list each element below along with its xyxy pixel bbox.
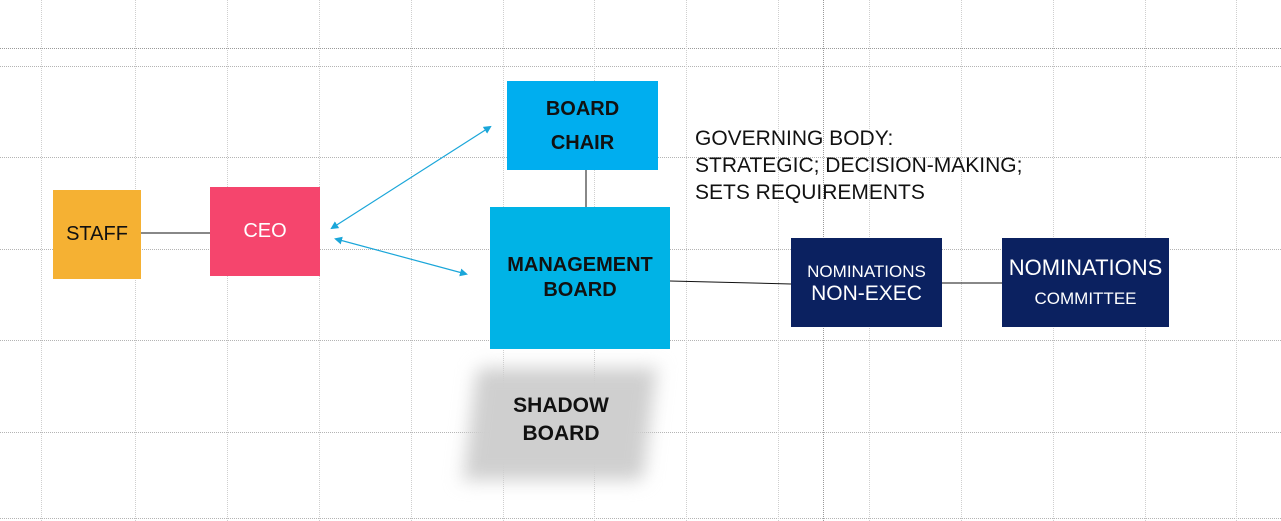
nominations-committee-label-line2: COMMITTEE	[1034, 288, 1137, 308]
arrow-ceo-management-board	[334, 236, 468, 277]
nominations-nonexec-box[interactable]: NOMINATIONS NON-EXEC	[791, 238, 942, 327]
governing-body-annotation: GOVERNING BODY: STRATEGIC; DECISION-MAKI…	[695, 125, 1095, 206]
nominations-nonexec-label-line1: NOMINATIONS	[807, 261, 926, 281]
management-board-box[interactable]: MANAGEMENT BOARD	[490, 207, 670, 349]
annotation-line2: STRATEGIC; DECISION-MAKING;	[695, 154, 1023, 177]
shadow-board-label: SHADOW BOARD	[462, 392, 660, 448]
arrow-ceo-board-chair	[330, 125, 492, 230]
shadow-board-label-line1: SHADOW	[513, 394, 609, 417]
staff-label: STAFF	[66, 223, 128, 245]
board-chair-label-line1: BOARD	[545, 97, 620, 120]
nominations-committee-box[interactable]: NOMINATIONS COMMITTEE	[1002, 238, 1169, 327]
connector-management-nonexec	[669, 280, 792, 285]
board-chair-label-line2: CHAIR	[550, 131, 615, 154]
shadow-board-box[interactable]: SHADOW BOARD	[462, 362, 660, 484]
annotation-line3: SETS REQUIREMENTS	[695, 181, 925, 204]
board-chair-box[interactable]: BOARD CHAIR	[507, 81, 658, 170]
staff-box[interactable]: STAFF	[53, 190, 141, 279]
nominations-committee-label-line1: NOMINATIONS	[1008, 254, 1163, 280]
annotation-line1: GOVERNING BODY:	[695, 127, 894, 150]
ceo-box[interactable]: CEO	[210, 187, 320, 276]
management-board-label-line1: MANAGEMENT	[507, 254, 653, 276]
shadow-board-label-line2: BOARD	[522, 422, 600, 445]
ceo-label: CEO	[243, 220, 287, 242]
management-board-label-line2: BOARD	[543, 279, 617, 301]
nominations-nonexec-label-line2: NON-EXEC	[811, 281, 922, 305]
